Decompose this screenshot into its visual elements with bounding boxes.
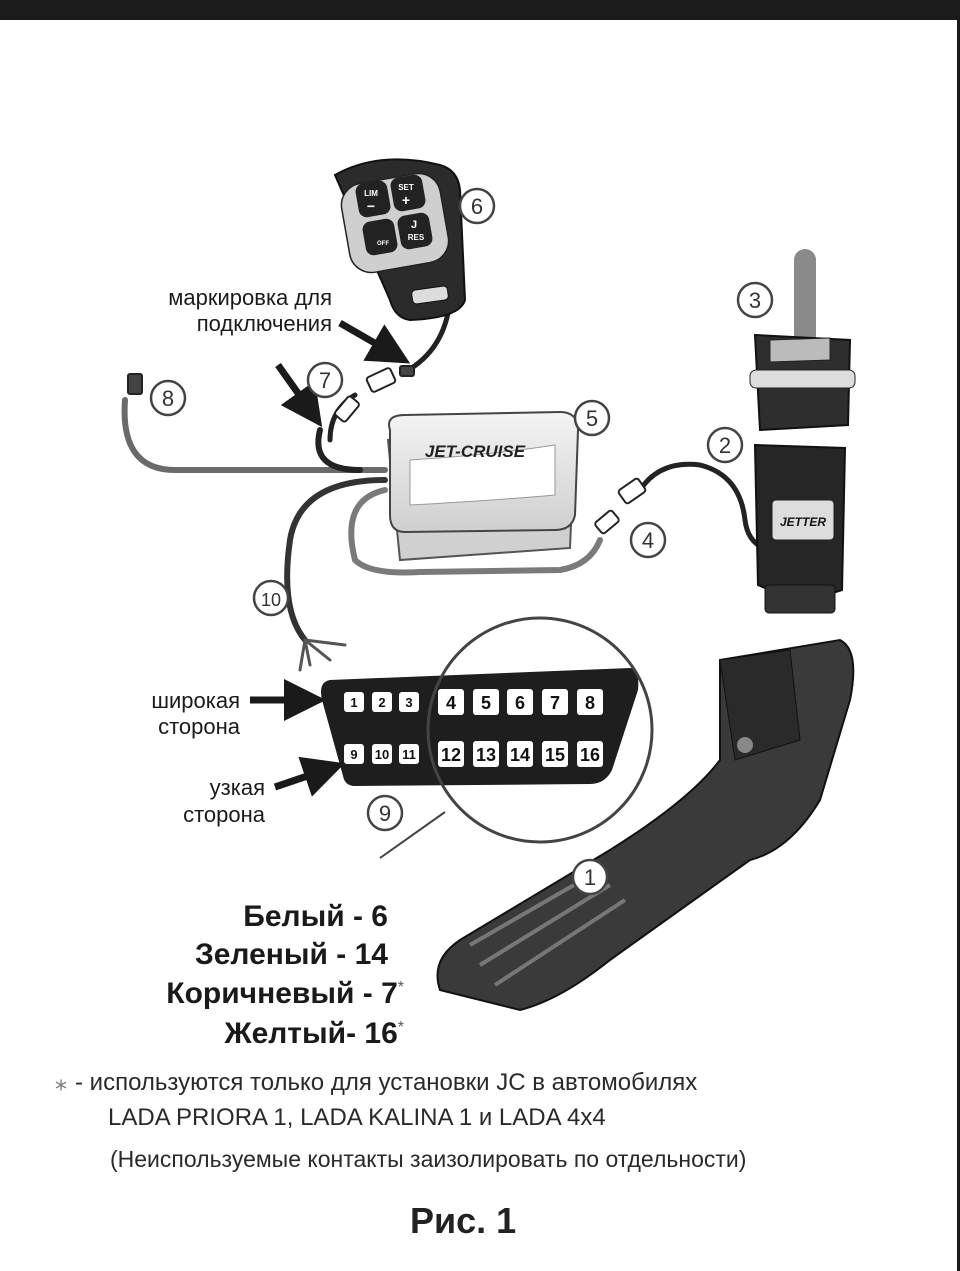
obd-top-pin-2: 2 <box>372 692 392 712</box>
obd-top-pin-label: 3 <box>405 695 412 710</box>
footnote-line3: (Неиспользуемые контакты заизолировать п… <box>110 1146 747 1172</box>
obd-bottom-pin-14: 14 <box>507 741 533 767</box>
obd-bottom-pin-label: 10 <box>375 747 389 762</box>
footnote-symbol: ⁎ <box>55 1069 67 1096</box>
jetter-sensor-unit: JETTER <box>753 443 847 614</box>
obd-top-pin-5: 5 <box>473 689 499 715</box>
obd-top-pin-1: 1 <box>344 692 364 712</box>
obd-bottom-pin-label: 12 <box>441 745 461 765</box>
pointer-arrows <box>250 319 411 797</box>
obd-bottom-pin-label: 15 <box>545 745 565 765</box>
callout-5: 5 <box>573 399 611 437</box>
lim-label: LIM <box>364 189 378 198</box>
wide-side-label-line1: широкая <box>151 688 240 713</box>
callout-number: 7 <box>319 368 331 393</box>
obd-top-pin-label: 6 <box>515 693 525 713</box>
pedal-plug-connector <box>749 333 856 432</box>
obd-top-pin-3: 3 <box>399 692 419 712</box>
wiring-row-white: Белый - 6 <box>243 900 388 933</box>
minus-label: − <box>367 198 375 214</box>
obd-pins-bottom: 9 10 11 12 13 14 15 16 <box>344 741 603 767</box>
figure-caption: Рис. 1 <box>410 1200 517 1241</box>
callout-number: 8 <box>162 386 174 411</box>
remote-key-fob: LIM − SET + J RES OFF <box>333 158 467 322</box>
obd-top-pin-label: 2 <box>378 695 385 710</box>
set-label: SET <box>398 183 414 192</box>
narrow-side-label-line1: узкая <box>210 775 265 800</box>
obd-bottom-pin-label: 14 <box>510 745 530 765</box>
obd-bottom-pin-9: 9 <box>344 744 364 764</box>
narrow-side-label-line2: сторона <box>183 802 266 827</box>
obd-bottom-pin-label: 13 <box>476 745 496 765</box>
accelerator-pedal <box>436 638 855 1012</box>
obd-bottom-pin-11: 11 <box>399 744 419 764</box>
obd-top-pin-8: 8 <box>577 689 603 715</box>
callout-7: 7 <box>306 361 344 399</box>
obd-top-pin-6: 6 <box>507 689 533 715</box>
wiring-row-brown: Коричневый - 7* <box>166 977 404 1010</box>
diagram-labels: маркировка для подключения широкая сторо… <box>151 285 332 827</box>
obd-pins-top: 1 2 3 4 5 6 7 8 <box>344 689 603 715</box>
callout-number: 10 <box>261 590 281 610</box>
footnote-line2: LADA PRIORA 1, LADA KALINA 1 и LADA 4x4 <box>108 1104 606 1131</box>
callout-number: 2 <box>719 433 731 458</box>
obd-top-pin-7: 7 <box>542 689 568 715</box>
callout-2: 2 <box>706 426 744 464</box>
inline-connectors <box>127 365 647 535</box>
obd-bottom-pin-12: 12 <box>438 741 464 767</box>
wide-side-label-line2: сторона <box>158 714 241 739</box>
callout-8: 8 <box>149 379 187 417</box>
callout-6: 6 <box>458 187 496 225</box>
sensor-brand: JETTER <box>780 515 826 529</box>
jet-cruise-module: JET-CRUISE <box>386 410 580 562</box>
callout-number: 3 <box>749 288 761 313</box>
obd-bottom-pin-10: 10 <box>372 744 392 764</box>
obd-bottom-pin-label: 9 <box>350 747 357 762</box>
off-label: OFF <box>377 241 389 247</box>
obd-top-pin-4: 4 <box>438 689 464 715</box>
obd-bottom-pin-16: 16 <box>577 741 603 767</box>
marking-arrow-1 <box>338 319 411 364</box>
obd-top-pin-label: 1 <box>350 695 357 710</box>
obd-top-pin-label: 5 <box>481 693 491 713</box>
callout-number: 5 <box>586 406 598 431</box>
marking-arrow-2 <box>275 362 323 428</box>
plus-label: + <box>402 192 410 208</box>
wiring-row-green: Зеленый - 14 <box>194 938 388 971</box>
obd-bottom-pin-13: 13 <box>473 741 499 767</box>
top-border <box>0 0 960 20</box>
j-label: J <box>411 219 417 231</box>
narrow-side-arrow <box>273 756 345 797</box>
right-border <box>957 20 960 1271</box>
callout-number: 9 <box>379 801 391 826</box>
res-label: RES <box>408 233 425 242</box>
obd-bottom-pin-label: 11 <box>402 747 416 762</box>
callout-4: 4 <box>629 521 667 559</box>
wiring-row-yellow: Желтый- 16* <box>224 1017 404 1050</box>
obd-bottom-pin-15: 15 <box>542 741 568 767</box>
callout-9: 9 <box>366 794 404 832</box>
callout-number: 1 <box>584 865 596 890</box>
marking-label-line1: маркировка для <box>168 285 332 310</box>
callout-number: 4 <box>642 528 654 553</box>
obd-top-pin-label: 4 <box>446 693 456 713</box>
obd-top-pin-label: 7 <box>550 693 560 713</box>
callout-number: 6 <box>471 194 483 219</box>
callout-1: 1 <box>571 858 609 896</box>
footnote-line1: ⁎- используются только для установки JC … <box>55 1069 698 1096</box>
module-brand: JET-CRUISE <box>425 442 526 461</box>
callout-3: 3 <box>736 281 774 319</box>
obd-bottom-pin-label: 16 <box>580 745 600 765</box>
obd-top-pin-label: 8 <box>585 693 595 713</box>
callout-10: 10 <box>252 579 290 617</box>
marking-label-line2: подключения <box>197 311 332 336</box>
